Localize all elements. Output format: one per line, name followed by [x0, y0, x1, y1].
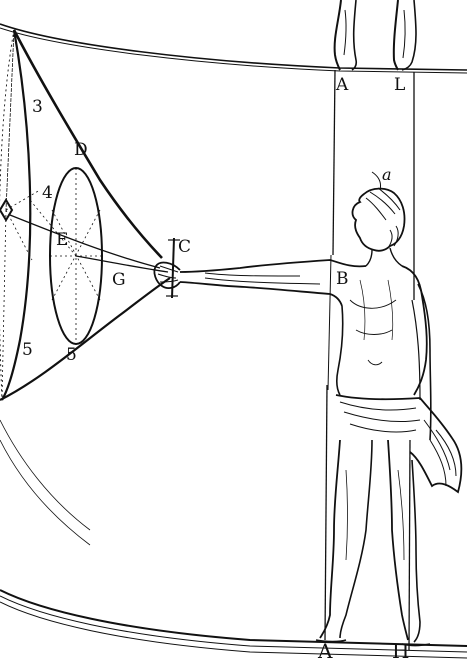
label-a-eye: a [382, 165, 392, 184]
figure-labels: A L D 3 4 E G C B a 5 5 A H [22, 75, 409, 661]
label-g: G [112, 270, 126, 290]
label-a-bottom: A [317, 639, 333, 661]
label-b: B [336, 269, 349, 289]
large-visual-cone [0, 30, 40, 400]
label-three: 3 [32, 97, 43, 117]
upper-ground-curve [0, 24, 467, 73]
label-d: D [74, 140, 88, 160]
label-four: 4 [42, 183, 53, 203]
label-a-top: A [335, 75, 349, 95]
label-five-b: 5 [66, 345, 77, 365]
label-five: 5 [22, 340, 33, 360]
label-c: C [178, 237, 191, 257]
vertical-guide-lines [325, 70, 414, 650]
label-l-top: L [394, 75, 405, 95]
label-h-bottom: H [392, 639, 409, 661]
lower-left-hatching [0, 420, 90, 545]
standing-figure [154, 172, 461, 646]
label-e: E [56, 230, 68, 250]
upper-figure-legs [335, 0, 416, 70]
